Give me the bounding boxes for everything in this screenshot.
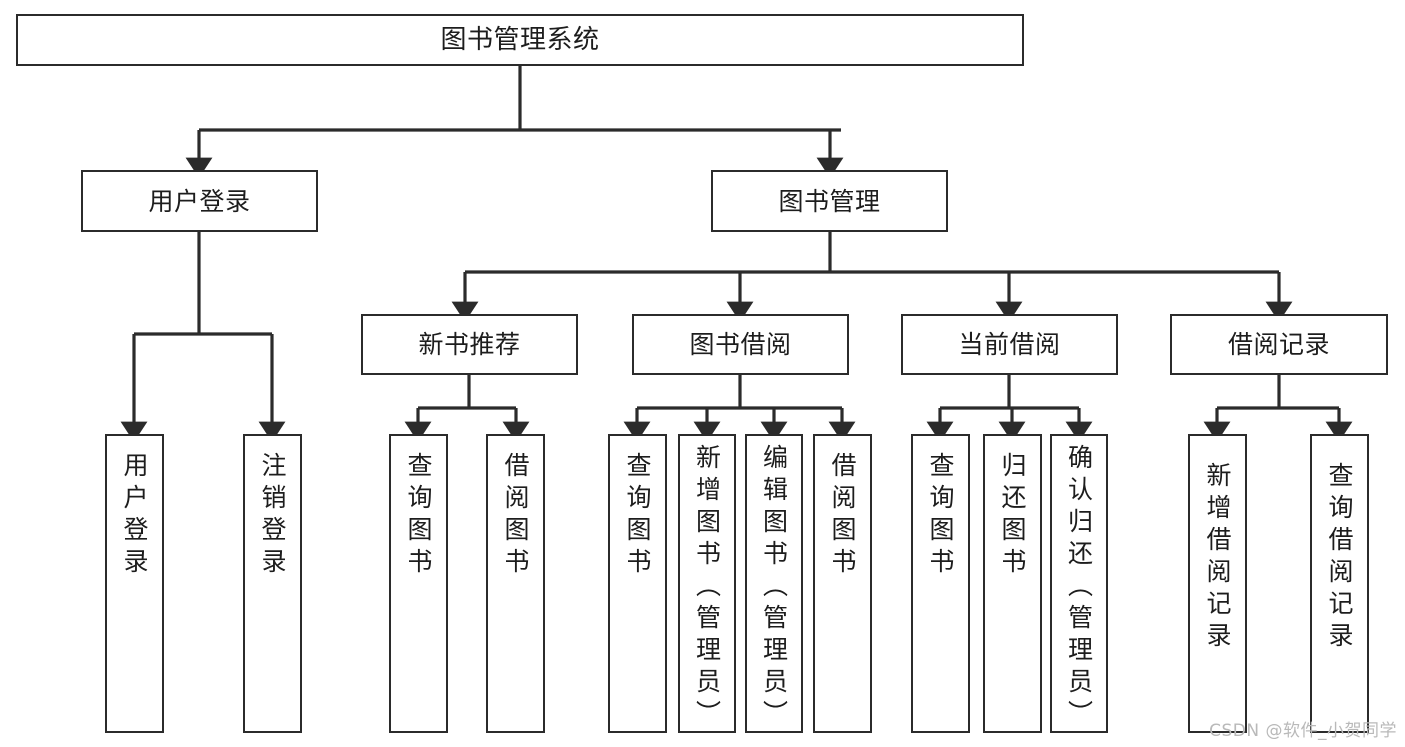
watermark-text: CSDN @软件_小贺同学 bbox=[1209, 721, 1397, 741]
node-leaf-borrow-book-2[interactable]: 借阅图书 bbox=[813, 434, 872, 733]
node-leaf-edit-book-admin[interactable]: 编辑图书（管理员） bbox=[745, 434, 803, 733]
node-new-book-recommendation[interactable]: 新书推荐 bbox=[361, 314, 578, 375]
node-label: 图书管理系统 bbox=[440, 24, 600, 55]
node-label: 查询图书 bbox=[926, 452, 955, 580]
node-label: 编辑图书（管理员） bbox=[759, 444, 789, 732]
node-borrowing-record[interactable]: 借阅记录 bbox=[1170, 314, 1388, 375]
node-label: 用户登录 bbox=[148, 186, 251, 216]
node-label: 归还图书 bbox=[998, 452, 1027, 580]
node-label: 新增图书（管理员） bbox=[692, 444, 722, 732]
node-current-borrowing[interactable]: 当前借阅 bbox=[901, 314, 1118, 375]
node-leaf-user-login[interactable]: 用户登录 bbox=[105, 434, 164, 733]
node-leaf-add-book-admin[interactable]: 新增图书（管理员） bbox=[678, 434, 736, 733]
node-label: 图书借阅 bbox=[689, 330, 792, 359]
node-label: 注销登录 bbox=[258, 452, 287, 580]
node-leaf-user-logout[interactable]: 注销登录 bbox=[243, 434, 302, 733]
node-user-login[interactable]: 用户登录 bbox=[81, 170, 318, 232]
node-label: 借阅记录 bbox=[1227, 330, 1330, 359]
node-leaf-query-borrow-record[interactable]: 查询借阅记录 bbox=[1310, 434, 1369, 733]
node-label: 借阅图书 bbox=[828, 452, 857, 580]
node-label: 查询图书 bbox=[404, 452, 433, 580]
node-leaf-query-book-2[interactable]: 查询图书 bbox=[608, 434, 667, 733]
node-root-book-management-system[interactable]: 图书管理系统 bbox=[16, 14, 1024, 66]
node-label: 查询借阅记录 bbox=[1325, 462, 1354, 654]
node-leaf-return-book[interactable]: 归还图书 bbox=[983, 434, 1042, 733]
node-leaf-query-book-1[interactable]: 查询图书 bbox=[389, 434, 448, 733]
node-label: 确认归还（管理员） bbox=[1064, 444, 1094, 732]
node-leaf-add-borrow-record[interactable]: 新增借阅记录 bbox=[1188, 434, 1247, 733]
node-label: 用户登录 bbox=[120, 452, 149, 580]
node-label: 新书推荐 bbox=[418, 330, 521, 359]
node-label: 查询图书 bbox=[623, 452, 652, 580]
node-leaf-borrow-book-1[interactable]: 借阅图书 bbox=[486, 434, 545, 733]
node-label: 新增借阅记录 bbox=[1203, 462, 1232, 654]
node-label: 图书管理 bbox=[778, 186, 881, 216]
node-leaf-confirm-return-admin[interactable]: 确认归还（管理员） bbox=[1050, 434, 1108, 733]
node-book-borrowing[interactable]: 图书借阅 bbox=[632, 314, 849, 375]
node-book-management[interactable]: 图书管理 bbox=[711, 170, 948, 232]
node-label: 借阅图书 bbox=[501, 452, 530, 580]
node-leaf-query-book-3[interactable]: 查询图书 bbox=[911, 434, 970, 733]
node-label: 当前借阅 bbox=[958, 330, 1061, 359]
